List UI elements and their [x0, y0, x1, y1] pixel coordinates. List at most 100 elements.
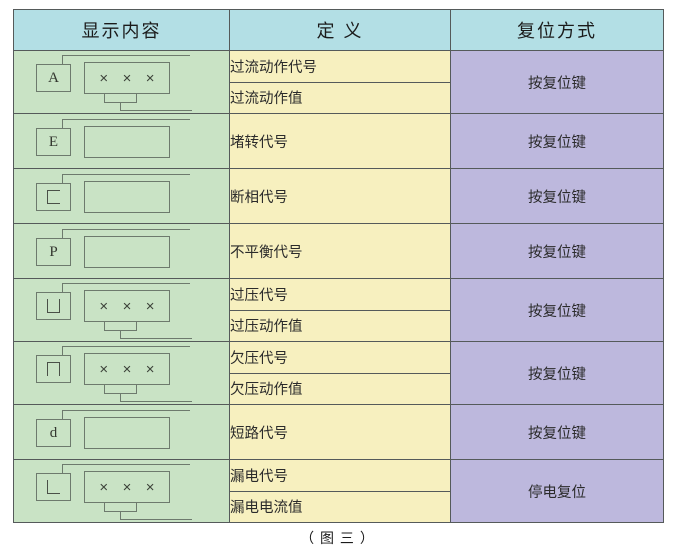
reset-method-cell: 按复位键: [450, 113, 664, 169]
lcd-display-diagram: A × × ×: [14, 51, 192, 113]
fault-code-glyph: d: [49, 424, 58, 441]
fault-code-box: P: [36, 238, 71, 266]
table-row: 漏电电流值: [14, 490, 664, 523]
display-cell-overcurrent: A × × ×: [13, 50, 230, 114]
fault-code-box: [36, 355, 71, 383]
fault-value-box: × × ×: [84, 62, 170, 94]
value-digit-placeholder: ×: [122, 69, 132, 87]
display-cell-phase-loss: [13, 168, 230, 224]
definition-cell: 过流动作代号: [229, 50, 451, 83]
definition-cell: 过压代号: [229, 278, 451, 311]
leader-line-top: [62, 464, 190, 474]
value-digit-placeholder: ×: [122, 297, 132, 315]
display-cell-overvoltage: × × ×: [13, 278, 230, 342]
lcd-display-diagram: d: [14, 406, 192, 458]
definition-cell: 断相代号: [229, 168, 451, 224]
value-digit-placeholder: ×: [99, 360, 109, 378]
column-header-display: 显示内容: [13, 9, 230, 51]
lcd-display-diagram: × × ×: [14, 279, 192, 341]
definition-cell: 漏电代号: [229, 459, 451, 492]
fault-value-box: × × ×: [84, 290, 170, 322]
table-row: 过压动作值: [14, 309, 664, 342]
value-digit-placeholder: ×: [99, 478, 109, 496]
reset-method-cell: 按复位键: [450, 341, 664, 405]
reset-method-cell: 停电复位: [450, 459, 664, 523]
leader-line-bottom-bracket: [104, 94, 137, 103]
lcd-display-diagram: P: [14, 225, 192, 277]
leader-line-top: [62, 229, 190, 239]
definition-cell: 堵转代号: [229, 113, 451, 169]
reset-method-cell: 按复位键: [450, 168, 664, 224]
reset-method-cell: 按复位键: [450, 404, 664, 460]
leader-line-top: [62, 174, 190, 184]
value-digit-placeholder: ×: [145, 360, 155, 378]
fault-code-glyph: [47, 480, 60, 494]
definition-cell: 过压动作值: [229, 309, 451, 342]
leader-line-bottom: [120, 394, 192, 402]
table-row: P 不平衡代号按复位键: [13, 223, 664, 279]
fault-value-box: [84, 417, 170, 449]
value-digit-placeholder: ×: [99, 297, 109, 315]
table-header-row: 显示内容 定 义 复位方式: [13, 9, 664, 51]
fault-value-box: [84, 126, 170, 158]
fault-code-box: [36, 292, 71, 320]
table-row: 欠压动作值: [14, 372, 664, 405]
leader-line-top: [62, 410, 190, 420]
figure-caption: （ 图 三 ）: [300, 530, 375, 546]
fault-value-box: [84, 236, 170, 268]
reset-method-cell: 按复位键: [450, 278, 664, 342]
fault-code-box: A: [36, 64, 71, 92]
value-digit-placeholder: ×: [145, 297, 155, 315]
leader-line-bottom-bracket: [104, 385, 137, 394]
leader-line-bottom: [120, 331, 192, 339]
value-digit-placeholder: ×: [145, 69, 155, 87]
value-digit-placeholder: ×: [145, 478, 155, 496]
fault-value-box: ×××: [84, 471, 170, 503]
lcd-display-diagram: [14, 170, 192, 222]
display-cell-short-circuit: d: [13, 404, 230, 460]
reset-method-cell: 按复位键: [450, 50, 664, 114]
definition-cell: 不平衡代号: [229, 223, 451, 279]
lcd-display-diagram: × × ×: [14, 342, 192, 404]
value-digit-placeholder: ×: [99, 69, 109, 87]
fault-code-box: [36, 183, 71, 211]
definition-cell: 欠压动作值: [229, 372, 451, 405]
leader-line-bottom-bracket: [104, 322, 137, 331]
reset-method-cell: 按复位键: [450, 223, 664, 279]
leader-line-top: [62, 346, 190, 356]
display-cell-unbalance: P: [13, 223, 230, 279]
fault-value-box: × × ×: [84, 353, 170, 385]
fault-code-box: d: [36, 419, 71, 447]
column-header-reset: 复位方式: [450, 9, 664, 51]
fault-code-box: E: [36, 128, 71, 156]
display-cell-stall: E: [13, 113, 230, 169]
definition-cell: 短路代号: [229, 404, 451, 460]
fault-code-glyph: E: [48, 133, 59, 150]
table-row: E 堵转代号按复位键: [13, 113, 664, 169]
leader-line-top: [62, 55, 190, 65]
leader-line-bottom-bracket: [104, 503, 137, 512]
definition-cell: 过流动作值: [229, 81, 451, 114]
table-row: A × × × 过流动作代号按复位键: [13, 50, 664, 114]
fault-code-glyph: [47, 362, 60, 376]
display-cell-earth-leakage: ×××: [13, 459, 230, 523]
table-row: 断相代号按复位键: [13, 168, 664, 224]
table-row: × × × 过压代号按复位键: [13, 278, 664, 342]
table-row: ×××漏电代号停电复位: [13, 459, 664, 523]
fault-code-glyph: A: [48, 69, 59, 86]
value-digit-placeholder: ×: [122, 360, 132, 378]
definition-cell: 欠压代号: [229, 341, 451, 374]
fault-value-box: [84, 181, 170, 213]
lcd-display-diagram: ×××: [14, 460, 192, 522]
leader-line-top: [62, 283, 190, 293]
leader-line-bottom: [120, 512, 192, 520]
column-header-definition: 定 义: [229, 9, 451, 51]
fault-code-glyph: P: [49, 243, 58, 260]
table-row: × × × 欠压代号按复位键: [13, 341, 664, 405]
table-row: d 短路代号按复位键: [13, 404, 664, 460]
definition-cell: 漏电电流值: [229, 490, 451, 523]
lcd-display-diagram: E: [14, 115, 192, 167]
